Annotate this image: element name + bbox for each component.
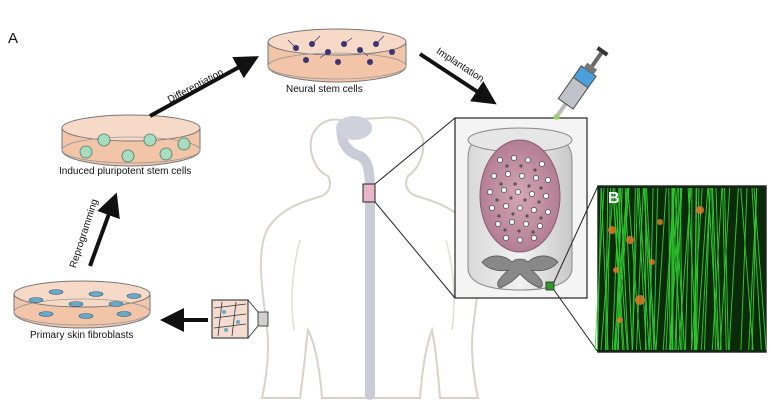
axon-fiber (704, 187, 711, 351)
axon-fiber (632, 187, 639, 351)
axon-fiber (722, 187, 727, 351)
axon-fiber (600, 187, 609, 351)
axon-fiber (600, 187, 614, 351)
axon-fiber (751, 187, 762, 351)
injury-site-box (362, 183, 376, 203)
caption-fibroblasts: Primary skin fibroblasts (30, 330, 134, 341)
axon-fiber (674, 187, 683, 351)
axon-fiber (707, 187, 719, 351)
axon-fiber (620, 187, 629, 351)
axon-fiber (675, 187, 679, 351)
grey-matter-icon (481, 255, 559, 289)
axon-fiber (728, 187, 739, 351)
fibroblasts-dish (13, 280, 151, 329)
axon-fiber (638, 187, 650, 351)
axon-fiber (719, 187, 731, 351)
axon-fiber (740, 187, 754, 351)
axon-fiber (613, 187, 628, 351)
spinal-cord-icon (336, 123, 375, 400)
arrow-differentiation (149, 56, 260, 118)
magnified-site-box (545, 281, 555, 291)
axon-fiber (653, 187, 659, 351)
axon-fiber (605, 187, 609, 351)
axon-fiber (687, 187, 698, 351)
axon-fiber (711, 187, 723, 351)
syringe-icon (553, 46, 609, 120)
axon-fiber (668, 187, 682, 351)
caption-neural-stem-cells: Neural stem cells (286, 84, 363, 95)
axon-fiber (655, 187, 667, 351)
axon-fiber (724, 187, 729, 351)
axon-fiber (715, 187, 722, 351)
panel-label-a: A (8, 30, 19, 47)
axon-fiber (615, 187, 629, 351)
arrow-reprogramming (88, 192, 120, 267)
ipsc-dish (61, 114, 201, 167)
axon-fiber (606, 187, 611, 351)
spinal-cord-cross-section (454, 117, 588, 299)
axon-fiber (678, 187, 692, 351)
axon-fiber (740, 187, 748, 351)
skin-biopsy-magnified (211, 299, 269, 339)
axon-fiber (624, 187, 633, 351)
axon-fiber (616, 187, 630, 351)
axon-fiber (696, 187, 709, 351)
axon-fiber (691, 187, 703, 351)
axon-fiber (700, 187, 711, 351)
axon-fiber (695, 187, 700, 351)
arrow-implantation (418, 52, 497, 105)
axon-fiber (614, 187, 628, 351)
axon-fiber (636, 187, 644, 351)
microscopy-image (594, 185, 767, 353)
caption-ipsc: Induced pluripotent stem cells (59, 166, 192, 177)
axon-fiber (751, 187, 758, 351)
panel-label-b: B (608, 190, 620, 207)
brain-icon (336, 116, 372, 140)
axon-fiber (646, 187, 655, 351)
axon-fiber (674, 187, 685, 351)
axon-fiber (712, 187, 720, 351)
axon-fiber (671, 187, 675, 351)
neural-stem-cells-dish (267, 28, 407, 83)
axon-fiber (637, 187, 647, 351)
axon-fiber (648, 187, 654, 351)
